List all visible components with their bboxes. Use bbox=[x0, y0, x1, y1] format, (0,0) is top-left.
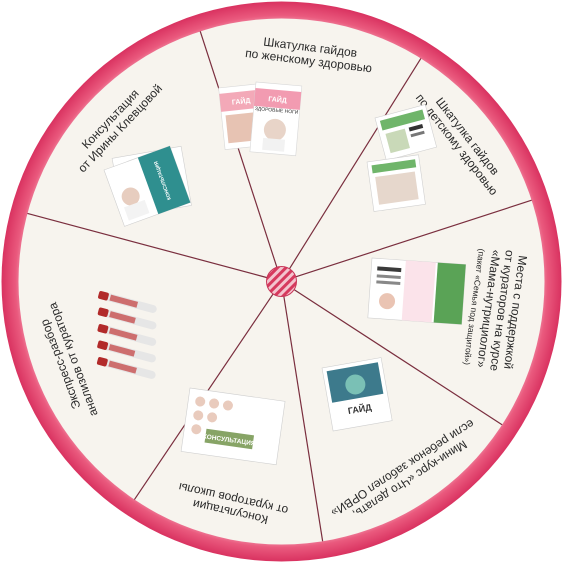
guide-word-1: ГАЙД bbox=[231, 96, 250, 107]
segment-divider bbox=[283, 296, 324, 542]
guide-subtitle-2: ЗДОРОВЫЕ НОГИ bbox=[255, 106, 299, 116]
consultation-cards-icon: КОНСУЛЬТАЦИЯ bbox=[103, 145, 192, 227]
minicourse-guide-icon: ГАЙД bbox=[321, 357, 393, 432]
minicourse-guide-word: ГАЙД bbox=[347, 401, 373, 416]
guide-books-icon: ГАЙД ГАЙД ЗДОРОВЫЕ НОГИ bbox=[218, 81, 303, 157]
consultation-card-icon: КОНСУЛЬТАЦИЯ КОНСУЛЬТАЦИЯ bbox=[180, 387, 286, 466]
segment-divider bbox=[295, 199, 532, 278]
wheel-hub[interactable] bbox=[266, 266, 297, 297]
segment-divider bbox=[293, 289, 503, 426]
segment-divider bbox=[27, 212, 268, 279]
kids-guide-books-icon bbox=[366, 104, 437, 212]
segment-divider bbox=[288, 58, 422, 270]
course-package-icon bbox=[367, 257, 467, 325]
segment-divider bbox=[199, 31, 278, 268]
test-tubes-icon bbox=[96, 291, 157, 379]
guide-word-2: ГАЙД bbox=[268, 94, 287, 105]
